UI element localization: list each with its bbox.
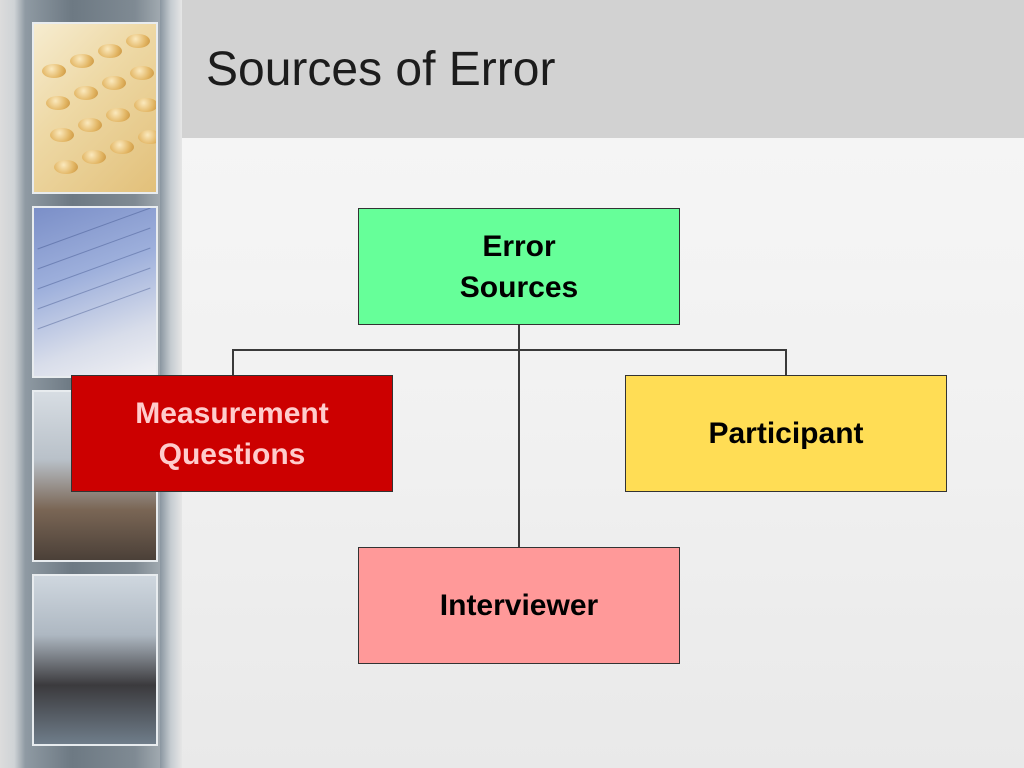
woman-at-laptop-photo <box>32 574 158 746</box>
slide-title: Sources of Error <box>206 43 556 96</box>
connector-to-measurement <box>232 349 234 375</box>
keypad-key <box>78 118 102 132</box>
connector-trunk <box>518 325 520 547</box>
keypad-key <box>134 98 156 112</box>
keypad-key <box>130 66 154 80</box>
connector-horizontal <box>232 349 787 351</box>
node-interviewer: Interviewer <box>358 547 680 664</box>
node-participant-label: Participant <box>708 417 864 450</box>
keypad-key <box>74 86 98 100</box>
paper-line <box>37 247 151 290</box>
paper-line <box>37 287 151 330</box>
keypad-key <box>50 128 74 142</box>
keypad-key <box>70 54 94 68</box>
paper-line <box>37 267 151 310</box>
paper-line <box>37 227 151 270</box>
title-band <box>182 0 1024 138</box>
keypad-key <box>42 64 66 78</box>
node-error-sources: Error Sources <box>358 208 680 325</box>
keypad-key <box>110 140 134 154</box>
keypad-key <box>82 150 106 164</box>
connector-to-participant <box>785 349 787 375</box>
node-error-sources-label: Error Sources <box>459 229 579 304</box>
calculator-keypad-photo <box>32 22 158 194</box>
node-participant: Participant <box>625 375 947 492</box>
keypad-key <box>126 34 150 48</box>
node-interviewer-label: Interviewer <box>439 589 599 622</box>
keypad-key <box>138 130 156 144</box>
keypad-key <box>106 108 130 122</box>
keypad-key <box>98 44 122 58</box>
node-measurement-questions-label: Measurement Questions <box>135 396 329 471</box>
paper-line <box>37 208 151 250</box>
keypad-key <box>46 96 70 110</box>
printed-data-sheet-photo <box>32 206 158 378</box>
node-measurement-questions: Measurement Questions <box>71 375 393 492</box>
keypad-key <box>54 160 78 174</box>
keypad-key <box>102 76 126 90</box>
